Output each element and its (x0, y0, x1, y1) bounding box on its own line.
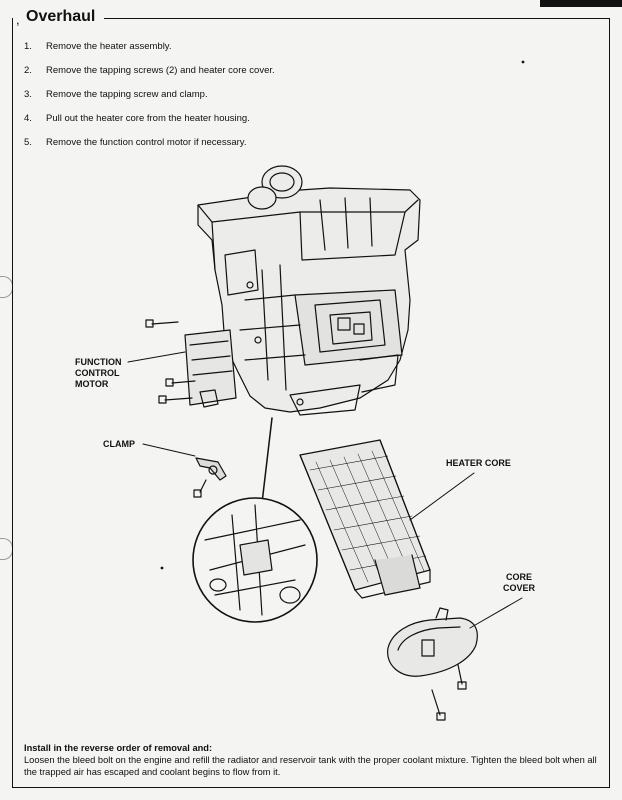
label-line: CORE (506, 572, 533, 582)
install-note-text: Loosen the bleed bolt on the engine and … (24, 755, 597, 777)
procedure-step: 2. Remove the tapping screws (2) and heat… (24, 64, 584, 88)
header-rule (104, 18, 610, 19)
procedure-steps: 1. Remove the heater assembly. 2. Remove t… (24, 40, 584, 160)
page-frame (12, 787, 610, 788)
procedure-step: 5. Remove the function control motor if n… (24, 136, 584, 160)
step-number: 4. (24, 113, 32, 124)
procedure-step: 4. Pull out the heater core from the heat… (24, 112, 584, 136)
section-header: , Overhaul (0, 6, 622, 28)
label-line: CONTROL (75, 368, 120, 378)
step-text: Pull out the heater core from the heater… (46, 113, 250, 124)
function-control-motor-label: FUNCTION CONTROL MOTOR (75, 357, 122, 390)
step-number: 1. (24, 41, 32, 52)
label-line: FUNCTION (75, 357, 122, 367)
detail-magnified-view (192, 417, 318, 623)
page-frame (12, 18, 13, 788)
label-line: COVER (503, 583, 536, 593)
install-note: Install in the reverse order of removal … (24, 742, 608, 778)
callout-leader (127, 351, 523, 629)
step-text: Remove the heater assembly. (46, 41, 172, 52)
step-number: 2. (24, 65, 32, 76)
section-title: Overhaul (26, 8, 96, 25)
heater-core-illustration (299, 439, 431, 599)
stray-mark (160, 566, 164, 570)
step-number: 3. (24, 89, 32, 100)
page-tab-marker (540, 0, 622, 7)
section-bullet: , (16, 12, 20, 27)
step-text: Remove the tapping screw and clamp. (46, 89, 208, 100)
clamp-label: CLAMP (103, 439, 135, 449)
procedure-step: 1. Remove the heater assembly. (24, 40, 584, 64)
heater-housing-illustration (197, 165, 421, 416)
step-text: Remove the function control motor if nec… (46, 137, 247, 148)
procedure-step: 3. Remove the tapping screw and clamp. (24, 88, 584, 112)
step-text: Remove the tapping screws (2) and heater… (46, 65, 275, 76)
core-cover-illustration (387, 607, 478, 677)
page-frame (609, 18, 610, 788)
install-note-lead: Install in the reverse order of removal … (24, 743, 213, 753)
core-cover-label: CORE COVER (503, 572, 535, 594)
stray-mark (521, 60, 525, 64)
function-control-motor-illustration (184, 329, 237, 408)
clamp-illustration (195, 457, 227, 481)
heater-core-label: HEATER CORE (446, 458, 511, 468)
label-line: MOTOR (75, 379, 109, 389)
step-number: 5. (24, 137, 32, 148)
